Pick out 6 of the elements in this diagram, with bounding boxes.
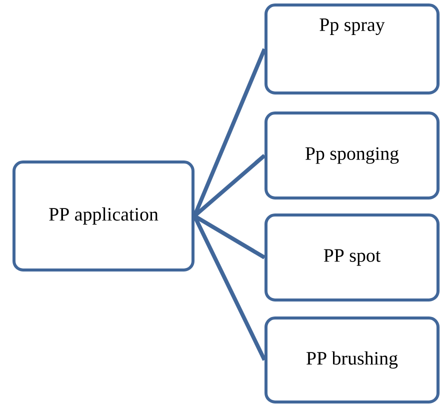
process-box: Pp sponging xyxy=(264,112,440,200)
process-box: PP application xyxy=(12,160,194,272)
process-box: Pp spray xyxy=(264,4,440,94)
process-box: PP spot xyxy=(264,214,440,302)
connector-line xyxy=(192,215,266,361)
process-box: PP brushing xyxy=(264,316,440,404)
